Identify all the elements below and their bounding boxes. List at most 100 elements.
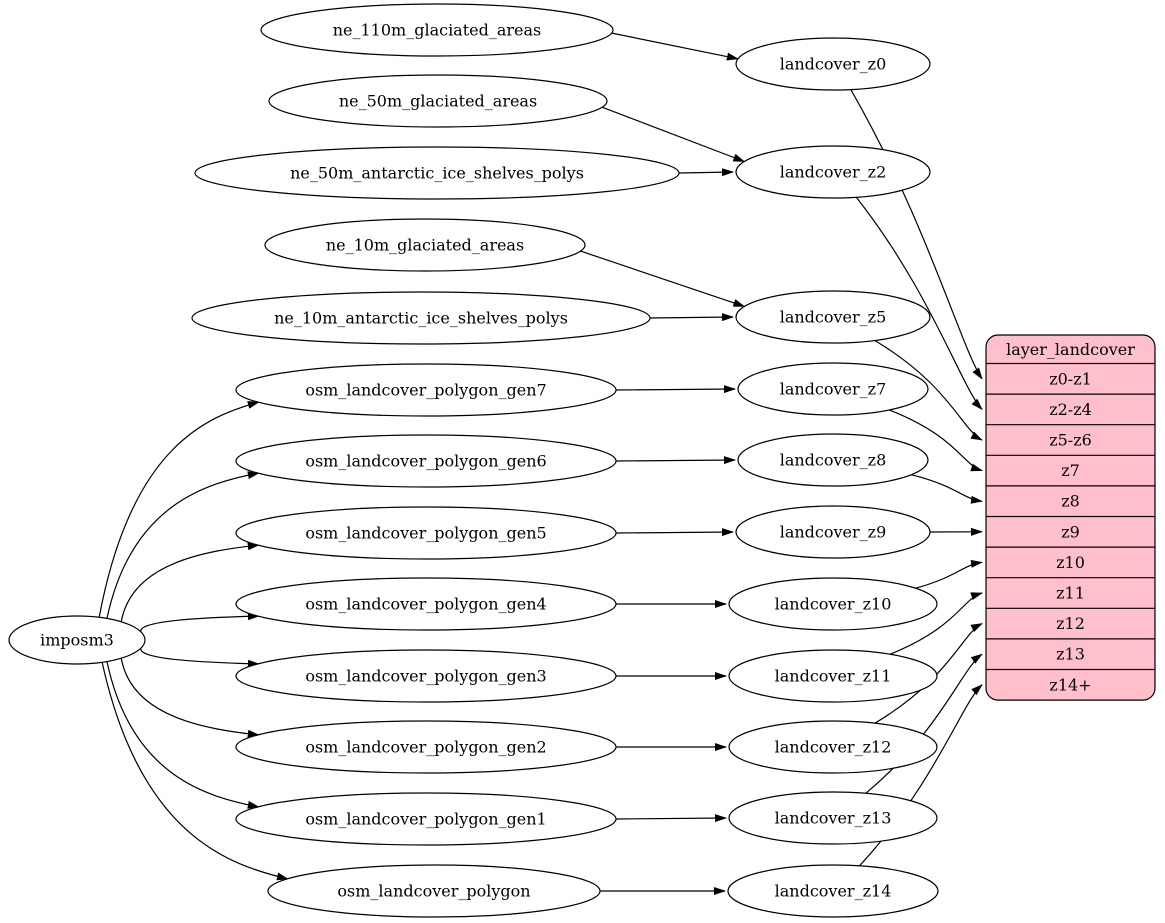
- node-osm_landcover_polygon_gen1: osm_landcover_polygon_gen1: [235, 792, 617, 846]
- edge-ne_10m_antarctic_ice_shelves_polys-to-landcover_z5: [649, 313, 734, 322]
- node-ne_10m_glaciated_areas: ne_10m_glaciated_areas: [264, 218, 586, 272]
- node-osm_landcover_polygon: osm_landcover_polygon: [267, 864, 601, 918]
- node-ellipse-osm_landcover_polygon_gen1: [235, 792, 617, 846]
- table-row-z8: z8: [1061, 492, 1080, 511]
- node-osm_landcover_polygon_gen5: osm_landcover_polygon_gen5: [235, 506, 617, 560]
- node-ellipse-osm_landcover_polygon: [267, 864, 601, 918]
- edge-landcover_z8-to-z8: [911, 474, 983, 504]
- edge-landcover_z7-to-z7: [889, 409, 983, 472]
- node-label-osm_landcover_polygon: osm_landcover_polygon: [337, 882, 530, 901]
- node-ellipse-landcover_z2: [735, 145, 931, 199]
- node-ellipse-landcover_z11: [728, 649, 938, 703]
- node-ellipse-landcover_z13: [728, 791, 938, 845]
- edge-osm_landcover_polygon_gen5-to-landcover_z9: [615, 528, 734, 537]
- node-ne_10m_antarctic_ice_shelves_polys: ne_10m_antarctic_ice_shelves_polys: [191, 291, 651, 345]
- node-osm_landcover_polygon_gen4: osm_landcover_polygon_gen4: [235, 577, 617, 631]
- node-ne_110m_glaciated_areas: ne_110m_glaciated_areas: [260, 3, 614, 57]
- table-row-label: z7: [1061, 461, 1080, 480]
- edge-imposm3-to-osm_landcover_polygon_gen3: [140, 646, 260, 668]
- table-row-z11: z11: [1056, 584, 1085, 603]
- table-row-label: z12: [1056, 614, 1085, 633]
- node-label-landcover_z5: landcover_z5: [780, 308, 887, 327]
- node-landcover_z5: landcover_z5: [735, 290, 931, 344]
- node-label-landcover_z12: landcover_z12: [775, 738, 892, 757]
- table-row-label: z14+: [1049, 675, 1091, 694]
- node-landcover_z12: landcover_z12: [728, 720, 938, 774]
- node-ellipse-ne_50m_glaciated_areas: [268, 74, 608, 128]
- edge-ne_10m_glaciated_areas-to-landcover_z5: [580, 250, 746, 307]
- node-label-ne_10m_glaciated_areas: ne_10m_glaciated_areas: [326, 236, 524, 255]
- node-ellipse-osm_landcover_polygon_gen5: [235, 506, 617, 560]
- node-label-ne_110m_glaciated_areas: ne_110m_glaciated_areas: [333, 21, 542, 40]
- node-imposm3: imposm3: [8, 615, 146, 665]
- edge-ne_110m_glaciated_areas-to-landcover_z0: [611, 32, 739, 61]
- table-row-label: z8: [1061, 492, 1080, 511]
- edge-osm_landcover_polygon_gen1-to-landcover_z13: [615, 814, 727, 823]
- node-osm_landcover_polygon_gen2: osm_landcover_polygon_gen2: [235, 720, 617, 774]
- node-label-osm_landcover_polygon_gen1: osm_landcover_polygon_gen1: [305, 810, 546, 829]
- node-landcover_z14: landcover_z14: [727, 864, 939, 918]
- node-ellipse-osm_landcover_polygon_gen3: [235, 649, 617, 703]
- table-row-label: z9: [1061, 522, 1080, 541]
- nodes-layer: imposm3 ne_110m_glaciated_areas ne_50m_gla…: [8, 3, 939, 918]
- edge-landcover_z11-to-z11: [889, 592, 983, 655]
- node-label-osm_landcover_polygon_gen2: osm_landcover_polygon_gen2: [305, 738, 546, 757]
- node-landcover_z8: landcover_z8: [737, 433, 929, 487]
- edge-imposm3-to-osm_landcover_polygon_gen7: [98, 401, 260, 618]
- table-row-z0-z1: z0-z1: [1049, 369, 1092, 388]
- node-ellipse-ne_50m_antarctic_ice_shelves_polys: [194, 146, 680, 200]
- node-label-landcover_z11: landcover_z11: [775, 667, 892, 686]
- edge-landcover_z5-to-z5-z6: [874, 339, 983, 441]
- node-label-osm_landcover_polygon_gen7: osm_landcover_polygon_gen7: [305, 381, 546, 400]
- node-landcover_z7: landcover_z7: [737, 362, 929, 416]
- node-landcover_z11: landcover_z11: [728, 649, 938, 703]
- node-label-ne_50m_antarctic_ice_shelves_polys: ne_50m_antarctic_ice_shelves_polys: [290, 164, 584, 183]
- node-ellipse-imposm3: [8, 615, 146, 665]
- node-ellipse-ne_10m_antarctic_ice_shelves_polys: [191, 291, 651, 345]
- edge-landcover_z2-to-z2-z4: [855, 196, 983, 411]
- node-ellipse-osm_landcover_polygon_gen7: [235, 363, 617, 417]
- node-label-landcover_z10: landcover_z10: [775, 595, 892, 614]
- node-label-imposm3: imposm3: [40, 631, 114, 650]
- edge-osm_landcover_polygon_gen7-to-landcover_z7: [615, 385, 736, 394]
- node-ellipse-landcover_z0: [735, 37, 931, 91]
- edge-ne_50m_glaciated_areas-to-landcover_z2: [601, 106, 746, 163]
- node-label-osm_landcover_polygon_gen5: osm_landcover_polygon_gen5: [305, 524, 546, 543]
- edge-ne_50m_antarctic_ice_shelves_polys-to-landcover_z2: [678, 168, 734, 177]
- node-ellipse-osm_landcover_polygon_gen6: [235, 434, 617, 488]
- node-label-ne_10m_antarctic_ice_shelves_polys: ne_10m_antarctic_ice_shelves_polys: [274, 309, 568, 328]
- table-row-z9: z9: [1061, 522, 1080, 541]
- table-layer: layer_landcoverz0-z1z2-z4z5-z6z7z8z9z10z…: [985, 334, 1156, 701]
- node-ellipse-landcover_z8: [737, 433, 929, 487]
- edge-imposm3-to-osm_landcover_polygon: [101, 661, 289, 881]
- node-landcover_z2: landcover_z2: [735, 145, 931, 199]
- node-label-landcover_z13: landcover_z13: [775, 809, 892, 828]
- edge-imposm3-to-osm_landcover_polygon_gen5: [120, 542, 260, 623]
- edge-imposm3-to-osm_landcover_polygon_gen1: [106, 661, 260, 809]
- node-label-osm_landcover_polygon_gen3: osm_landcover_polygon_gen3: [305, 667, 546, 686]
- node-label-landcover_z8: landcover_z8: [780, 451, 887, 470]
- node-ellipse-landcover_z12: [728, 720, 938, 774]
- node-ellipse-ne_110m_glaciated_areas: [260, 3, 614, 57]
- edge-imposm3-to-osm_landcover_polygon_gen6: [106, 471, 260, 619]
- node-landcover_z9: landcover_z9: [735, 505, 931, 559]
- node-ellipse-landcover_z9: [735, 505, 931, 559]
- node-ellipse-landcover_z5: [735, 290, 931, 344]
- table-row-z10: z10: [1056, 553, 1085, 572]
- table-row-label: z10: [1056, 553, 1085, 572]
- table-row-z13: z13: [1056, 645, 1085, 664]
- edge-imposm3-to-osm_landcover_polygon_gen4: [140, 612, 260, 634]
- node-label-landcover_z2: landcover_z2: [780, 163, 887, 182]
- table-row-label: z5-z6: [1049, 431, 1092, 450]
- node-osm_landcover_polygon_gen6: osm_landcover_polygon_gen6: [235, 434, 617, 488]
- node-label-osm_landcover_polygon_gen4: osm_landcover_polygon_gen4: [305, 595, 546, 614]
- node-ne_50m_glaciated_areas: ne_50m_glaciated_areas: [268, 74, 608, 128]
- table-header-label: layer_landcover: [1006, 340, 1135, 359]
- edge-imposm3-to-osm_landcover_polygon_gen2: [120, 657, 260, 738]
- node-label-ne_50m_glaciated_areas: ne_50m_glaciated_areas: [339, 92, 537, 111]
- node-ellipse-landcover_z7: [737, 362, 929, 416]
- table-row-label: z13: [1056, 645, 1085, 664]
- table-row-z7: z7: [1061, 461, 1080, 480]
